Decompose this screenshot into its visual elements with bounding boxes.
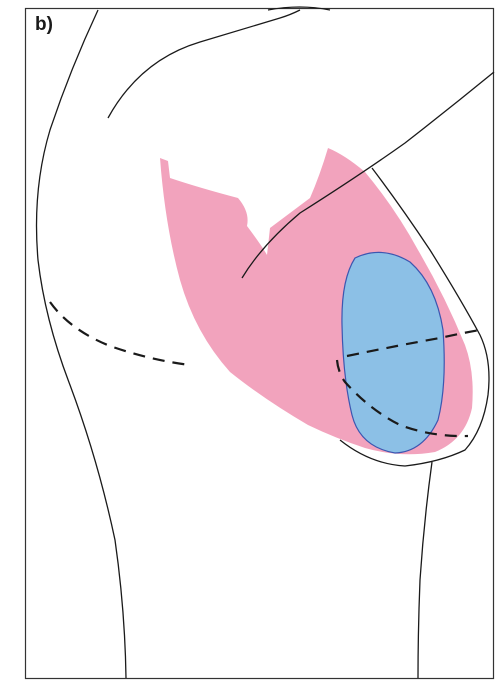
torso-front-contour: [418, 462, 432, 678]
dashed-line-left: [50, 302, 190, 365]
shoulder-contour: [108, 10, 300, 118]
panel-label: b): [35, 15, 53, 34]
